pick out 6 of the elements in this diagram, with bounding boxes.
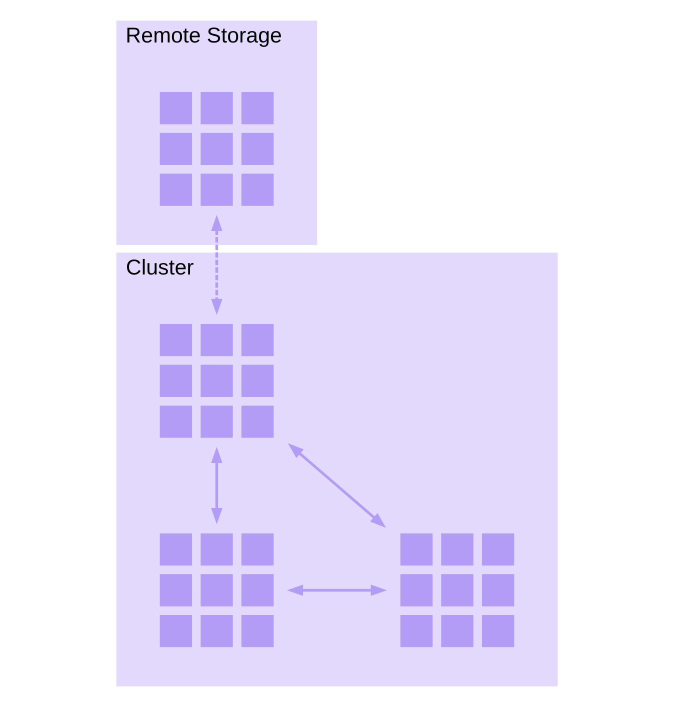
arrow (210, 446, 222, 524)
arrow (286, 584, 386, 596)
cluster: Cluster (116, 252, 558, 686)
arrow (287, 443, 386, 528)
arrow (210, 214, 222, 315)
cluster: Remote Storage (116, 20, 317, 246)
